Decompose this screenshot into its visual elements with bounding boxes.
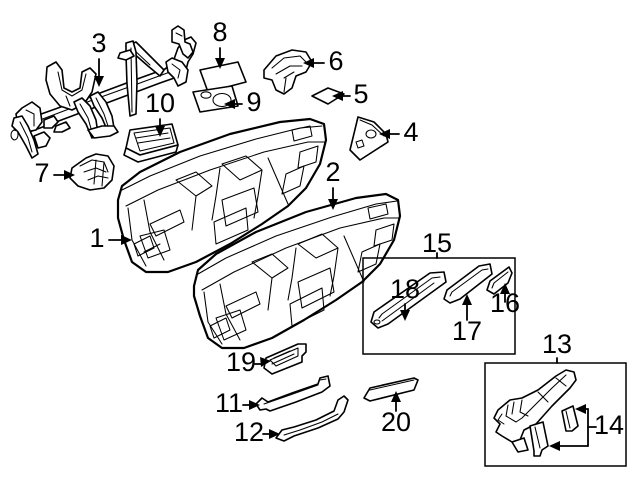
callout-leaders	[53, 47, 597, 451]
callout-label-6: 6	[328, 46, 343, 76]
callout-label-8: 8	[212, 17, 227, 47]
part-crossbeam-assembly[interactable]	[10, 25, 197, 159]
callout-label-18: 18	[390, 274, 420, 304]
part-sensor-plate-9[interactable]	[192, 85, 239, 113]
callout-label-7: 7	[34, 158, 49, 188]
part-trim-main-18[interactable]	[370, 271, 447, 329]
callout-label-12: 12	[234, 417, 264, 447]
callout-label-13: 13	[542, 329, 572, 359]
part-cover-plate-8[interactable]	[199, 61, 247, 93]
callout-label-9: 9	[246, 87, 261, 117]
part-duct-assembly-13[interactable]	[493, 369, 577, 453]
callout-label-3: 3	[91, 28, 106, 58]
callout-label-4: 4	[403, 117, 418, 147]
callout-labels: 1 2 3 4 5 6 7 8 9 10 11 12 13 14 15 16 1…	[34, 17, 624, 447]
part-instrument-panel-lower[interactable]	[192, 192, 402, 350]
part-trim-strip-20[interactable]	[363, 377, 419, 402]
part-bracket-plate-19[interactable]	[263, 343, 307, 375]
inset-box-15	[362, 257, 516, 355]
callout-label-10: 10	[145, 88, 175, 118]
callout-label-14: 14	[594, 410, 624, 440]
part-clip-14-lower[interactable]	[529, 421, 549, 457]
part-speaker-grille-10[interactable]	[123, 123, 179, 163]
inset-box-13	[484, 362, 627, 467]
part-side-defroster-grille[interactable]	[349, 116, 389, 161]
part-small-diamond-cover[interactable]	[311, 87, 345, 105]
part-trim-strip-11[interactable]	[255, 375, 331, 412]
part-instrument-panel-upper[interactable]	[116, 117, 328, 274]
callout-label-16: 16	[490, 288, 520, 318]
callout-label-5: 5	[353, 79, 368, 109]
callout-label-2: 2	[325, 157, 340, 187]
part-trim-end-cap-16[interactable]	[486, 266, 513, 295]
part-mounting-bracket-6[interactable]	[263, 49, 313, 95]
part-trim-strip-12[interactable]	[275, 395, 349, 442]
callout-label-1: 1	[89, 223, 104, 253]
callout-label-19: 19	[226, 347, 256, 377]
part-clip-14-upper[interactable]	[561, 405, 579, 432]
callout-label-11: 11	[215, 388, 243, 418]
callout-label-17: 17	[452, 316, 482, 346]
callout-label-20: 20	[381, 407, 411, 437]
callout-label-15: 15	[422, 228, 452, 258]
part-mounting-bracket-7[interactable]	[69, 153, 115, 191]
part-trim-center-17[interactable]	[443, 263, 493, 304]
